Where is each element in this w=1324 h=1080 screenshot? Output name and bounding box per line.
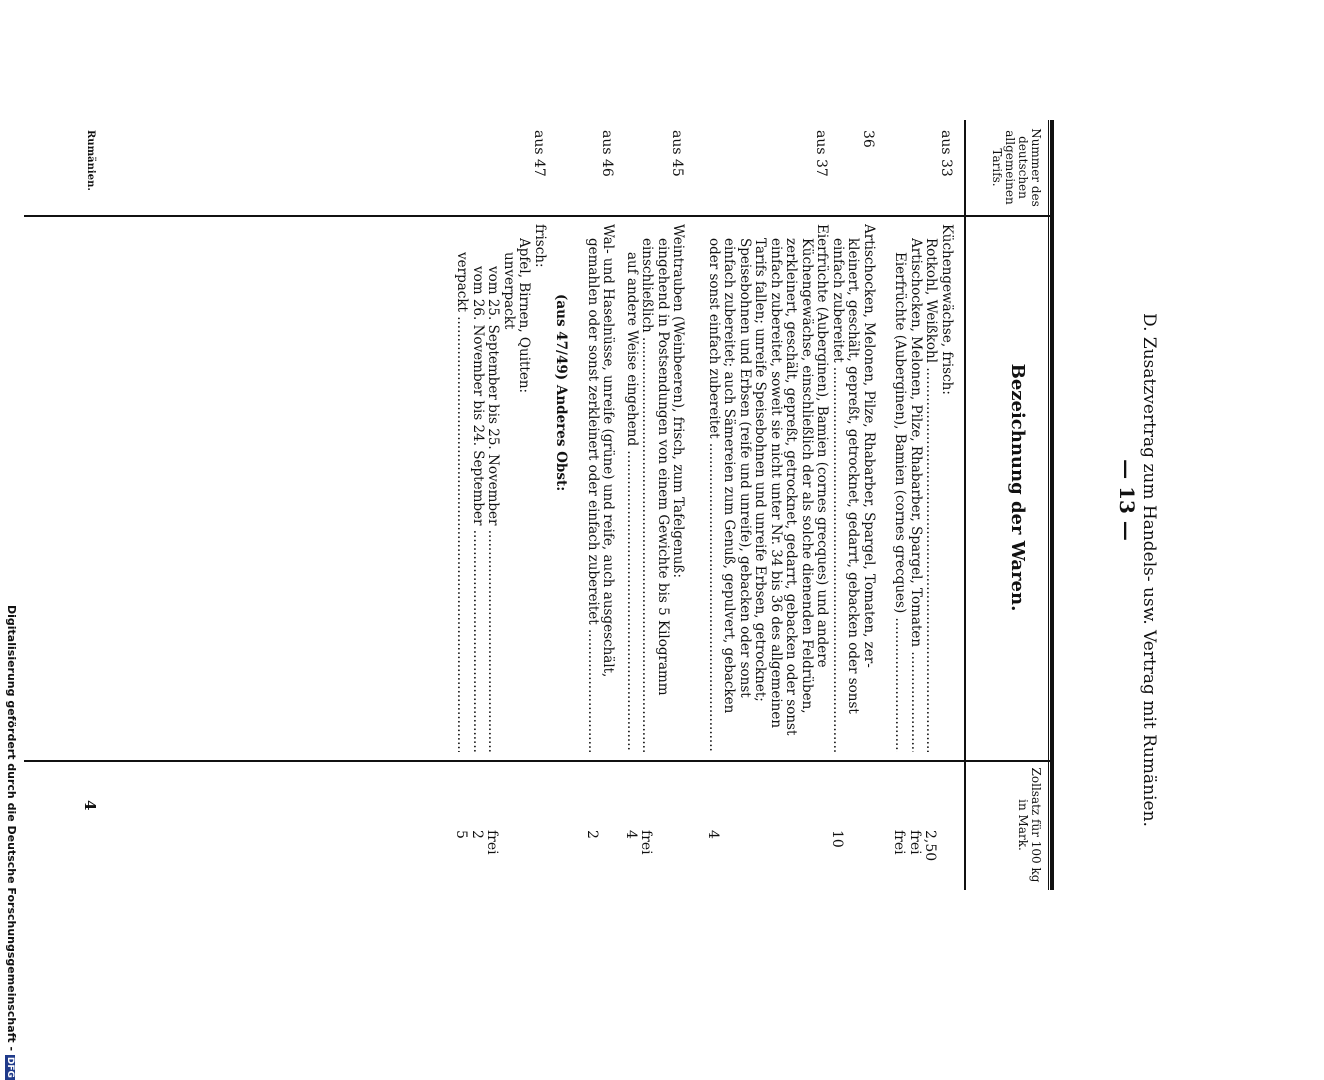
column-header-goods: Bezeichnung der Waren. [1007, 363, 1028, 612]
table-top-rule [1050, 120, 1054, 890]
goods-line: gemahlen oder sonst zerkleinert oder ein… [585, 238, 600, 752]
goods-line: auf andere Weise eingehend [624, 252, 639, 752]
tariff-number: aus 46 [599, 130, 616, 177]
goods-line: Küchengewächse, einschließlich der als s… [799, 238, 814, 714]
goods-line: Rotkohl, Weißkohl [924, 238, 939, 752]
page-number: — 13 — [1115, 459, 1139, 541]
duty-rate: frei [891, 830, 908, 855]
column-header-number: Nummer des deutschen allgemeinen Tarifs. [990, 128, 1043, 207]
column-header-rate: Zollsatz für 100 kg in Mark. [1016, 767, 1043, 883]
goods-line: eingehend in Postsendungen von einem Gew… [655, 238, 670, 696]
duty-rate: 4 [705, 830, 721, 839]
goods-line: Tarifs fallen; unreife Speisebohnen und … [752, 238, 768, 702]
digitization-note: Digitalisierung gefördert durch die Deut… [5, 605, 18, 1080]
goods-line: einfach zubereitet, soweit sie nicht unt… [768, 238, 783, 729]
goods-line: Artischocken, Melonen, Pilze, Rhabarber,… [908, 238, 923, 752]
goods-line: einschließlich [640, 238, 655, 752]
goods-line: Wal- und Haselnüsse, unreife (grüne) und… [600, 224, 616, 678]
tariff-number: aus 45 [669, 130, 686, 177]
tariff-number: aus 33 [938, 130, 954, 177]
tariff-number: aus 37 [813, 130, 830, 177]
duty-rate: 2 [584, 830, 600, 839]
goods-line: oder sonst einfach zubereitet [706, 238, 721, 752]
country-footer-label: Rumänien. [85, 130, 96, 191]
goods-line: frisch: [532, 224, 547, 268]
goods-line: unverpackt [501, 252, 516, 330]
duty-rate: frei [484, 830, 501, 855]
table-header-rule [964, 120, 966, 890]
duty-rate: 4 [623, 830, 639, 839]
goods-line: zerkleinert, geschält, gepreßt, getrockn… [783, 238, 799, 736]
goods-line: einfach zubereitet [830, 238, 845, 752]
table-top-rule-thin [1048, 120, 1049, 890]
goods-line: Eierfrüchte (Auberginen), Bamien (cornes… [814, 224, 830, 668]
sheet-mark: 4 [81, 800, 99, 811]
rotated-content: D. Zusatzvertrag zum Handels- usw. Vertr… [0, 0, 1324, 1000]
goods-line: Speisebohnen und Erbsen (reife und unrei… [737, 238, 752, 698]
goods-line: verpackt [455, 252, 470, 752]
duty-rate: frei [907, 830, 923, 855]
duty-rate: 2 [469, 830, 485, 839]
goods-line: Weintrauben (Weinbeeren), frisch, zum Ta… [670, 224, 686, 578]
goods-line: kleinert, geschält, gepreßt, getrocknet,… [845, 238, 861, 714]
duty-rate: frei [638, 830, 655, 855]
goods-line: einfach zubereitet; auch Sämereien zum G… [721, 238, 737, 714]
tariff-number: aus 47 [531, 130, 547, 177]
tariff-number: 36 [860, 130, 876, 148]
goods-line: vom 25. September bis 25. November [486, 266, 501, 752]
duty-rate: 2,50 [922, 830, 939, 862]
dfg-logo: DFG [5, 1054, 15, 1080]
page-header-title: D. Zusatzvertrag zum Handels- usw. Vertr… [1139, 313, 1159, 827]
column-divider-1 [24, 215, 1054, 217]
goods-line: Artischocken, Melonen, Pilze, Rhabarber,… [861, 224, 876, 668]
goods-line: Äpfel, Birnen, Quitten: [516, 238, 532, 394]
duty-rate: 5 [453, 830, 470, 839]
goods-line: Eierfrüchte (Auberginen), Bamien (cornes… [893, 252, 908, 752]
duty-rate: 10 [829, 830, 845, 848]
column-divider-2 [24, 760, 1054, 762]
goods-line: vom 26. November bis 24. September [470, 266, 485, 752]
document-page: D. Zusatzvertrag zum Handels- usw. Vertr… [0, 0, 1324, 1000]
tariff-table: Nummer des deutschen allgemeinen Tarifs.… [24, 120, 1054, 890]
digitization-note-text: Digitalisierung gefördert durch die Deut… [5, 605, 18, 1052]
goods-line: (aus 47/49) Anderes Obst: [553, 294, 569, 492]
goods-line: Küchengewächse, frisch: [939, 224, 954, 395]
